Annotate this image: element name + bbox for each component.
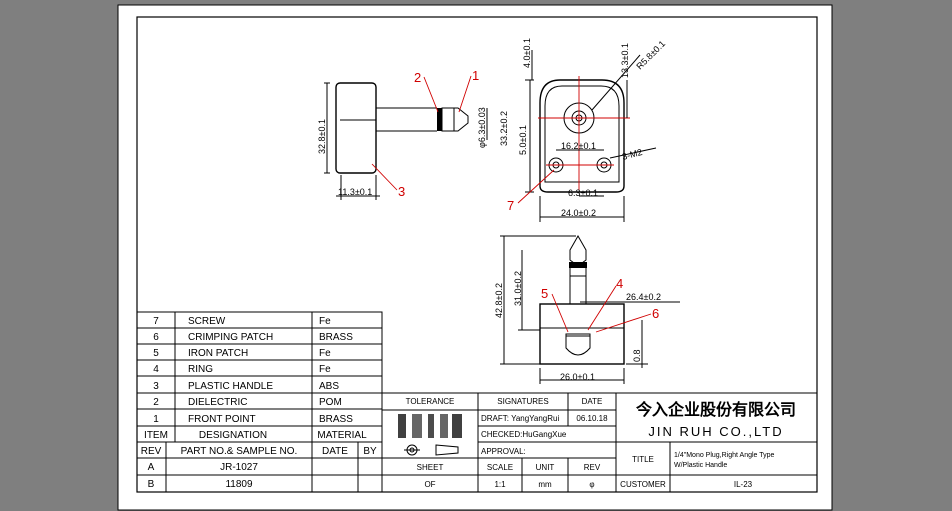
rev-value: φ [589,480,594,489]
bom-item: 6 [153,332,159,343]
bom-header-designation: DESIGNATION [199,430,267,441]
bom-item: 2 [153,397,159,408]
dim-42-8: 42.8±0.2 [494,283,504,318]
bom-designation: IRON PATCH [188,348,248,359]
title-block [381,392,818,493]
rev-header-rev: REV [141,446,162,457]
scale-value: 1:1 [494,480,506,489]
title-line1: 1/4"Mono Plug,Right Angle Type [674,452,775,459]
balloon-4: 4 [616,276,623,291]
rev-header-date: DATE [322,446,348,457]
dim-33-2: 33.2±0.2 [499,111,509,146]
rev-row-b: B [148,479,155,490]
rev-label: REV [584,463,601,472]
bom-material: ABS [319,381,339,392]
unit-label: UNIT [536,463,555,472]
balloon-5: 5 [541,286,548,301]
bom-header-item: ITEM [144,430,168,441]
bom-material: Fe [319,364,331,375]
tolerance-table-graphic [398,414,462,438]
side-view [324,82,488,200]
bom-item: 3 [153,381,159,392]
sheet-value: OF [424,480,435,489]
front-view [500,234,680,384]
bom-designation: RING [188,364,213,375]
draft-date: 06.10.18 [576,414,608,423]
balloon-6: 6 [652,306,659,321]
dim-16-2: 16.2±0.1 [561,141,596,151]
bom-item: 7 [153,316,159,327]
bom-row-7: 7 SCREW Fe [153,316,331,327]
dim-24-0: 24.0±0.2 [561,208,596,218]
bom-material: BRASS [319,332,353,343]
draft-signature: DRAFT: YangYangRui [481,414,559,423]
checked-signature: CHECKED:HuGangXue [481,430,567,439]
tolerance-label: TOLERANCE [406,397,455,406]
bom-row-1: 1 FRONT POINT BRASS [153,414,353,425]
bom-material: Fe [319,316,331,327]
bom-designation: CRIMPING PATCH [188,332,273,343]
dim-26-0: 26.0±0.1 [560,372,595,382]
bom-row-6: 6 CRIMPING PATCH BRASS [153,332,353,343]
bom-header: ITEM DESIGNATION MATERIAL [144,430,367,441]
balloon-1: 1 [472,68,479,83]
sheet-label: SHEET [417,463,444,472]
company-name-en: JIN RUH CO.,LTD [648,424,783,439]
dim-5-0: 5.0±0.1 [518,125,528,155]
rev-header-part: PART NO.& SAMPLE NO. [181,446,298,457]
date-label: DATE [582,397,603,406]
bom-row-4: 4 RING Fe [153,364,331,375]
rev-row-a-part: JR-1027 [220,462,258,473]
rev-header-by: BY [363,446,377,457]
unit-value: mm [538,480,552,489]
customer-value: IL-23 [734,480,753,489]
bom-row-3: 3 PLASTIC HANDLE ABS [153,381,339,392]
bom-item: 5 [153,348,159,359]
bom-material: BRASS [319,414,353,425]
title-label: TITLE [632,455,654,464]
dim-4-0: 4.0±0.1 [522,38,532,68]
balloon-3: 3 [398,184,405,199]
balloon-7: 7 [507,198,514,213]
dim-0-8: 0.8 [632,349,642,362]
bom-material: Fe [319,348,331,359]
bom-header-material: MATERIAL [317,430,367,441]
dim-13-3: 13.3±0.1 [620,43,630,78]
bom-designation: DIELECTRIC [188,397,247,408]
bom-designation: SCREW [188,316,226,327]
dim-11-3: 11.3±0.1 [338,187,372,197]
dim-26-4: 26.4±0.2 [626,292,661,302]
company-name-cn: 今入企业股份有限公司 [635,400,796,419]
rev-row-a: A [148,462,155,473]
dim-32-8: 32.8±0.1 [317,119,327,154]
scale-label: SCALE [487,463,513,472]
balloon-2: 2 [414,70,421,85]
projection-symbol [404,444,459,456]
top-view [525,50,657,222]
bom-designation: PLASTIC HANDLE [188,381,273,392]
customer-label: CUSTOMER [620,480,666,489]
rev-row-b-part: 11809 [225,479,253,490]
title-line2: W/Plastic Handle [674,462,727,469]
signatures-label: SIGNATURES [497,397,548,406]
approval-label: APPROVAL: [481,447,526,456]
bom-item: 1 [153,414,159,425]
bom-material: POM [319,397,342,408]
bom-row-2: 2 DIELECTRIC POM [153,397,342,408]
dim-6-3: 6.3±0.1 [568,188,598,198]
dim-phi6: φ6.3±0.03 [477,107,487,148]
bom-designation: FRONT POINT [188,414,256,425]
bom-item: 4 [153,364,159,375]
bom-row-5: 5 IRON PATCH Fe [153,348,331,359]
dim-31-0: 31.0±0.2 [513,271,523,306]
